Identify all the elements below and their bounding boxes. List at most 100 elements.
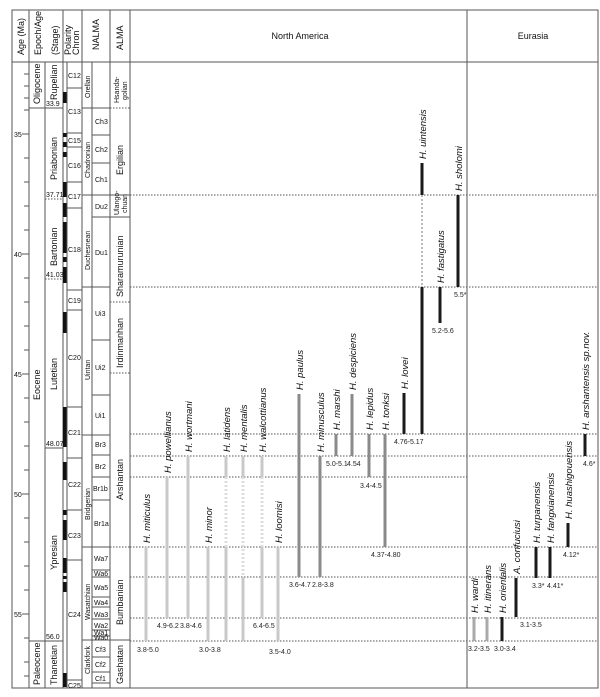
nalma-zone: Wa2 xyxy=(94,623,108,630)
stage-priabonian: Priabonian xyxy=(49,137,59,180)
species-label: H. despiciens xyxy=(348,333,359,390)
chron-label: C12 xyxy=(68,73,81,80)
alma-ulangochuan-2: chuan xyxy=(122,194,129,213)
range-label: 5.0-5.1 xyxy=(326,461,348,468)
stage-rupelian: Rupelian xyxy=(49,64,59,100)
stage-column: Rupelian Priabonian Bartonian Lutetian Y… xyxy=(45,64,64,685)
nalma-zone: Cf2 xyxy=(95,662,106,669)
nalma-orellan: Orellan xyxy=(85,75,92,98)
alma-irdinmanhan: Irdinmanhan xyxy=(115,318,125,368)
nalma-zone: Du1 xyxy=(95,250,108,257)
species-label: H. paulus xyxy=(295,350,306,390)
age-tick-label: 55 xyxy=(14,612,22,619)
species-range: A. confuciusi 3.1-3.5 xyxy=(512,519,542,629)
chron-label: C15 xyxy=(68,138,81,145)
range-label: 4.76-5.17 xyxy=(394,439,424,446)
species-range: H. loomisi 3.5-4.0 xyxy=(269,500,291,656)
species-label: H. arshantensis sp.nov. xyxy=(581,331,592,430)
range-label: 4.6* xyxy=(583,461,596,468)
stage-bartonian: Bartonian xyxy=(49,227,59,266)
species-label: H. lovei xyxy=(400,356,411,389)
boundary-age: 37.71 xyxy=(46,192,64,199)
epoch-oligocene: Oligocene xyxy=(32,63,42,104)
header-nalma: NALMA xyxy=(91,19,101,50)
alma-arshantan: Arshantan xyxy=(115,459,125,500)
chart-frame xyxy=(11,9,599,689)
range-label: 3.6-4.7 xyxy=(289,582,311,589)
species-label: H. fangxianensis xyxy=(546,473,557,543)
range-label: 4.12* xyxy=(563,552,580,559)
chron-label: C18 xyxy=(68,247,81,254)
age-tick-label: 35 xyxy=(14,132,22,139)
nalma-bridgerian: Bridgerian xyxy=(85,488,92,520)
range-label: 3.2-3.5 xyxy=(468,646,490,653)
species-label: H. itinerans xyxy=(483,565,494,613)
species-label: H. minusculus xyxy=(316,392,327,452)
chron-label: C20 xyxy=(68,355,81,362)
header-stage: (Stage) xyxy=(50,25,60,55)
stage-thanetian: Thanetian xyxy=(49,645,59,685)
range-label: 2.8-3.8 xyxy=(312,582,334,589)
nalma-clarkforkian: Clarkfork xyxy=(85,645,92,674)
species-range: H. minusculus 2.8-3.8 xyxy=(312,392,334,589)
nalma-zone: Wa3 xyxy=(94,612,108,619)
nalma-zone: Wa0 xyxy=(94,635,108,642)
nalma-zone: Ui2 xyxy=(95,365,106,372)
header-epoch: Epoch/Age xyxy=(33,11,43,55)
chron-column: C12 C13 C15 C16 C17 C18 C19 C20 C21 C22 … xyxy=(67,73,82,690)
chron-label: C16 xyxy=(68,163,81,170)
age-axis: 35 40 45 50 55 xyxy=(14,73,29,677)
chron-label: C19 xyxy=(68,298,81,305)
species-label: H. mentalis xyxy=(239,404,250,452)
species-range: H. uintensis xyxy=(418,109,429,434)
column-dividers xyxy=(28,10,468,688)
species-label: H. marshi xyxy=(332,388,343,430)
species-label: A. confuciusi xyxy=(512,519,523,575)
chron-label: C17 xyxy=(68,194,81,201)
epoch-paleocene: Paleocene xyxy=(32,642,42,685)
species-label: H. lepidus xyxy=(365,388,376,430)
header-polarity: Polarity xyxy=(63,24,73,55)
species-label: H. fastigatus xyxy=(436,230,447,283)
nalma-zone: Ui3 xyxy=(95,311,106,318)
species-label: H. loomisi xyxy=(274,500,285,543)
stage-ypresian: Ypresian xyxy=(49,535,59,570)
range-label: 3.5-4.0 xyxy=(269,649,291,656)
age-tick-label: 45 xyxy=(14,372,22,379)
species-range: H. wardi 3.2-3.5 xyxy=(468,577,490,653)
alma-gashatan: Gashatan xyxy=(115,645,125,684)
species-label: H. tonksi xyxy=(381,392,392,430)
nalma-zone: Ui1 xyxy=(95,413,106,420)
chron-label: C13 xyxy=(68,109,81,116)
nalma-zone: Br2 xyxy=(95,464,106,471)
boundary-age: 41.03 xyxy=(46,272,64,279)
header-age: Age (Ma) xyxy=(16,18,26,55)
range-label: 4.54 xyxy=(347,461,361,468)
range-label: 3.1-3.5 xyxy=(520,622,542,629)
chron-label: C23 xyxy=(68,533,81,540)
epoch-eocene: Eocene xyxy=(32,369,42,400)
nalma-zone: Wa4 xyxy=(94,600,108,607)
species-label: H. minor xyxy=(204,506,215,543)
stage-lutetian: Lutetian xyxy=(49,358,59,390)
species-range: H. latidens xyxy=(222,407,233,641)
header-chron: Chron xyxy=(71,30,81,55)
species-label: H. walcottianus xyxy=(258,387,269,452)
header-eurasia: Eurasia xyxy=(518,31,549,41)
chron-label: C21 xyxy=(68,430,81,437)
species-range: H. itinerans xyxy=(483,565,494,641)
species-label: H. wardi xyxy=(470,577,481,613)
nalma-wasatchian: Wasatchian xyxy=(85,584,92,620)
species-range: H. mentalis xyxy=(239,404,250,641)
range-label: 3.0-3.4 xyxy=(494,646,516,653)
